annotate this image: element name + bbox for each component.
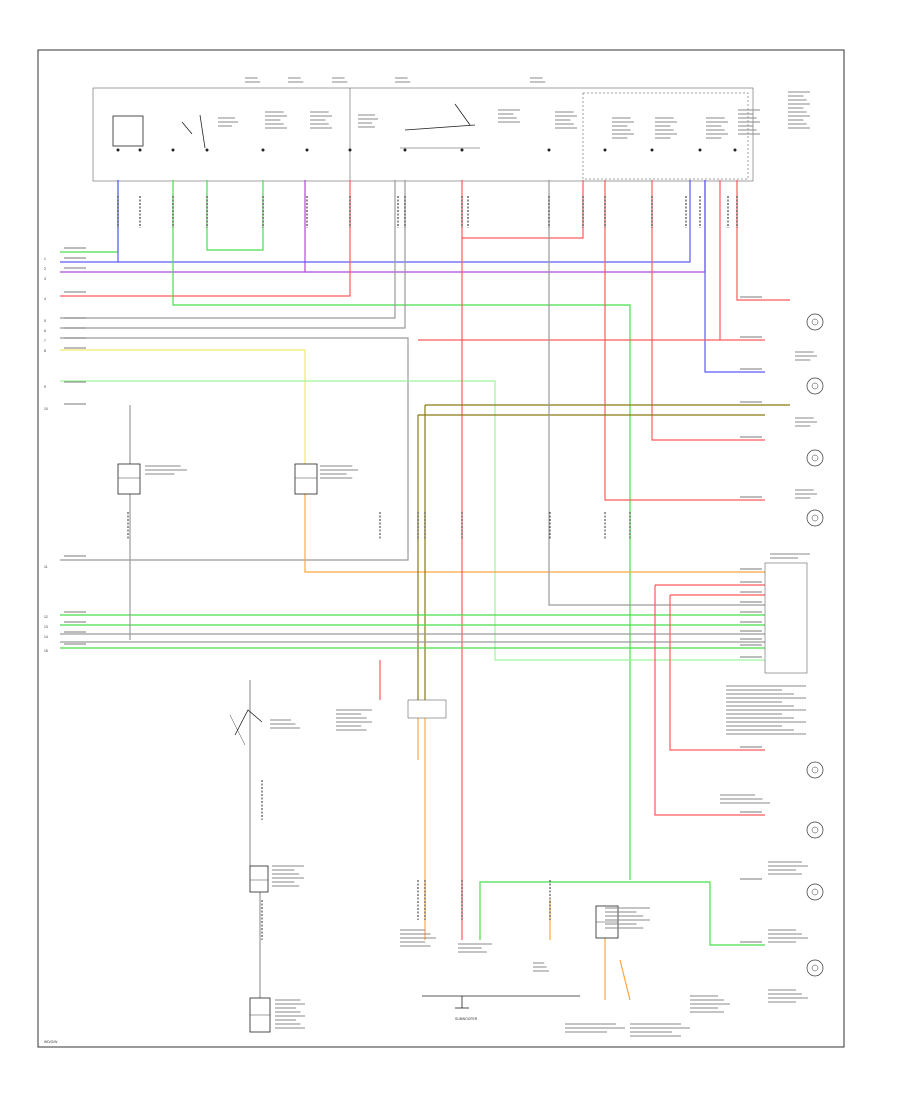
pin-number: 7 bbox=[44, 339, 46, 343]
wire-green bbox=[479, 881, 765, 946]
pin-number: 5 bbox=[44, 319, 46, 323]
center-component bbox=[294, 463, 318, 495]
speaker-icon bbox=[806, 821, 824, 839]
wire-gray bbox=[548, 180, 765, 606]
wire-gray bbox=[60, 337, 409, 561]
page-code: WD/G/W bbox=[44, 1040, 58, 1044]
wire-violet bbox=[305, 180, 706, 273]
wire-orange bbox=[619, 959, 631, 1001]
wire-red bbox=[669, 595, 765, 751]
bottom-left-component bbox=[249, 997, 271, 1033]
speaker-cone bbox=[811, 888, 819, 896]
pin-number: 12 bbox=[44, 615, 48, 619]
wire-red bbox=[719, 180, 765, 341]
wire-blue bbox=[118, 180, 691, 263]
wire-blue bbox=[60, 180, 119, 263]
speaker-icon bbox=[806, 959, 824, 977]
pin-number: 11 bbox=[44, 565, 48, 569]
speaker-cone bbox=[811, 514, 819, 522]
wire-red bbox=[654, 585, 765, 816]
diagram-border bbox=[37, 49, 845, 1048]
pin-number: 4 bbox=[44, 297, 46, 301]
speaker-icon bbox=[806, 509, 824, 527]
pin-number: 10 bbox=[44, 407, 48, 411]
speaker-cone bbox=[811, 826, 819, 834]
wire-green bbox=[172, 180, 631, 880]
wire-orange bbox=[304, 494, 765, 573]
bottom-center-component bbox=[595, 905, 619, 939]
pin-number: 6 bbox=[44, 329, 46, 333]
speaker-icon bbox=[806, 761, 824, 779]
ground-bar bbox=[422, 995, 580, 1009]
pin-number: 13 bbox=[44, 625, 48, 629]
pin-number: 8 bbox=[44, 349, 46, 353]
subwoofer-label: SUBWOOFER bbox=[455, 1017, 478, 1021]
wire-blue bbox=[704, 180, 765, 373]
label-blocks bbox=[64, 77, 817, 1037]
left-component bbox=[117, 463, 141, 495]
pin-number: 3 bbox=[44, 277, 46, 281]
lower-left-component bbox=[249, 865, 269, 893]
wire-gray bbox=[60, 180, 406, 329]
speaker-group bbox=[806, 313, 824, 977]
pin-number: 14 bbox=[44, 635, 48, 639]
pin-number: 9 bbox=[44, 385, 46, 389]
pin-number: 1 bbox=[44, 257, 46, 261]
speaker-cone bbox=[811, 766, 819, 774]
wire-yellow bbox=[60, 349, 306, 464]
wire-light_green bbox=[60, 380, 765, 661]
center-connector bbox=[407, 699, 447, 719]
right-connector-block bbox=[764, 562, 808, 674]
speaker-icon bbox=[806, 313, 824, 331]
speaker-cone bbox=[811, 318, 819, 326]
wire-red bbox=[651, 180, 765, 441]
door-switch bbox=[229, 709, 263, 746]
top-module bbox=[92, 87, 754, 182]
wire-red bbox=[604, 180, 765, 501]
speaker-icon bbox=[806, 883, 824, 901]
speaker-cone bbox=[811, 382, 819, 390]
pin-number: 2 bbox=[44, 267, 46, 271]
connector-stubs bbox=[117, 196, 738, 940]
wire-red bbox=[461, 180, 584, 239]
wire-red bbox=[736, 180, 790, 301]
wire-green bbox=[206, 180, 264, 251]
wire-group bbox=[60, 180, 790, 1001]
speaker-cone bbox=[811, 964, 819, 972]
speaker-icon bbox=[806, 449, 824, 467]
pin-number: 15 bbox=[44, 649, 48, 653]
wire-violet bbox=[60, 180, 306, 273]
speaker-cone bbox=[811, 454, 819, 462]
speaker-icon bbox=[806, 377, 824, 395]
wire-gray bbox=[60, 180, 396, 319]
